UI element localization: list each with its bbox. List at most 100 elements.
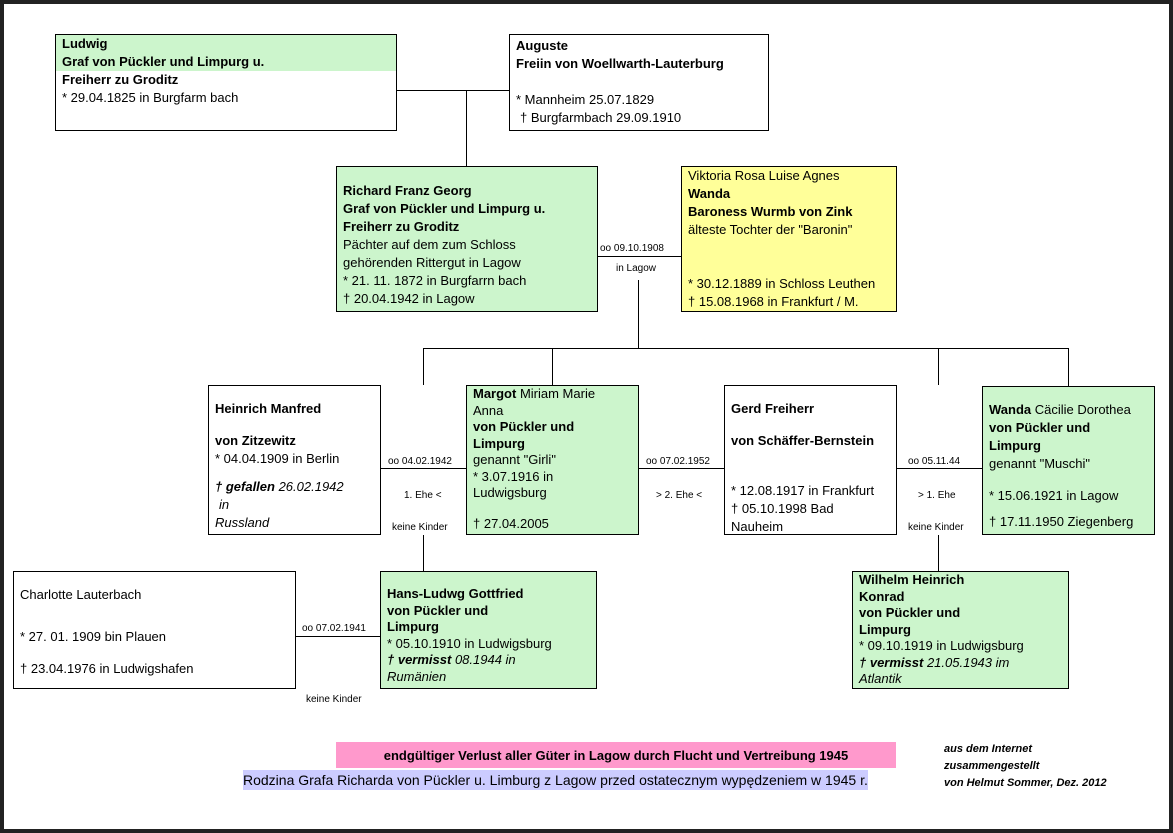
connector-line (423, 535, 424, 571)
person-name: Ludwig (62, 36, 108, 51)
person-name: Auguste (516, 38, 568, 53)
person-nickname: genannt "Girli" (473, 452, 556, 467)
death-place: Russland (215, 515, 270, 530)
birth-date: * 30.12.1889 in Schloss Leuthen (688, 276, 876, 291)
person-title: Graf von Pückler und Limpurg u. (62, 54, 265, 69)
connector-line (1068, 348, 1069, 386)
death-place: Rumänien (387, 668, 447, 684)
no-children-label: keine Kinder (908, 522, 964, 533)
person-note: gehörenden Rittergut in Lagow (343, 255, 521, 270)
connector-line (295, 636, 380, 637)
person-title: Freiin von Woellwarth-Lauterburg (516, 56, 724, 71)
death-date: † 23.04.1976 in Ludwigshafen (20, 661, 194, 676)
person-name: Wanda (989, 402, 1032, 417)
person-title: Freiherr zu Groditz (62, 72, 179, 87)
person-name: Heinrich Manfred (215, 401, 322, 416)
person-box-gerd: Gerd Freiherr von Schäffer-Bernstein * 1… (724, 385, 897, 535)
person-name: Miriam Marie (516, 386, 596, 401)
person-box-wilhelm: Wilhelm Heinrich Konrad von Pückler und … (852, 571, 1069, 689)
person-title: von Pückler und (859, 605, 961, 620)
person-name: Cäcilie Dorothea (1031, 402, 1131, 417)
marriage-order-label: > 1. Ehe (918, 490, 956, 501)
death-date: 21.05.1943 im (923, 654, 1010, 670)
marriage-place-label: in Lagow (616, 263, 657, 274)
person-box-viktoria: Viktoria Rosa Luise Agnes Wanda Baroness… (681, 166, 897, 312)
person-title: Graf von Pückler und Limpurg u. (343, 201, 546, 216)
no-children-label: keine Kinder (392, 522, 448, 533)
death-date: 08.1944 in (451, 652, 516, 667)
credit-block: aus dem Internet zusammengestellt von He… (944, 741, 1107, 792)
connector-line (938, 535, 939, 571)
person-box-heinrich: Heinrich Manfred von Zitzewitz * 04.04.1… (208, 385, 381, 535)
death-date: † 17.11.1950 Ziegenberg (989, 514, 1134, 529)
person-title: Limpurg (473, 435, 525, 451)
connector-line (638, 468, 724, 469)
connector-line (552, 348, 553, 385)
death-date: † 15.08.1968 in Frankfurt / M. (688, 294, 859, 309)
death-date: † 20.04.1942 in Lagow (343, 291, 475, 306)
person-title: Baroness Wurmb von Zink (688, 204, 853, 219)
connector-line (896, 468, 982, 469)
person-title: von Zitzewitz (215, 433, 296, 448)
marriage-date-label: oo 07.02.1952 (646, 456, 710, 467)
birth-date: * 3.07.1916 in (473, 468, 554, 484)
person-name: Viktoria Rosa Luise Agnes (688, 168, 840, 183)
person-title: von Pückler und (387, 602, 489, 618)
death-date: † 05.10.1998 Bad (731, 501, 834, 516)
birth-date: * 09.10.1919 in Ludwigsburg (859, 638, 1024, 653)
connector-line (396, 90, 510, 91)
person-name: Charlotte Lauterbach (20, 587, 142, 602)
birth-date: * 27. 01. 1909 bin Plauen (20, 629, 167, 644)
marriage-date-label: oo 05.11.44 (908, 456, 961, 467)
person-box-richard: Richard Franz Georg Graf von Pückler und… (336, 166, 598, 312)
connector-line (423, 348, 1069, 349)
birth-date: * 29.04.1825 in Burgfarm bach (62, 90, 239, 105)
marriage-order-label: 1. Ehe < (404, 490, 442, 501)
person-name: Wanda (688, 186, 731, 201)
death-date: † Burgfarmbach 29.09.1910 (520, 110, 682, 125)
person-name: Hans-Ludwg Gottfried (387, 586, 524, 601)
marriage-date-label: oo 09.10.1908 (600, 243, 664, 254)
birth-date: * 04.04.1909 in Berlin (215, 451, 340, 466)
person-name: Anna (473, 402, 504, 418)
person-name: Wilhelm Heinrich (859, 572, 965, 587)
connector-line (466, 90, 467, 166)
death-place: Nauheim (731, 519, 784, 534)
credit-line: von Helmut Sommer, Dez. 2012 (944, 777, 1107, 789)
birth-date: * 12.08.1917 in Frankfurt (731, 483, 875, 498)
marriage-date-label: oo 07.02.1941 (302, 623, 366, 634)
pink-highlight (336, 742, 896, 768)
death-note: † vermisst (387, 652, 452, 667)
person-title: Limpurg (859, 621, 911, 637)
person-nickname: genannt "Muschi" (989, 456, 1091, 471)
credit-line: zusammengestellt (944, 760, 1040, 772)
person-title: von Schäffer-Bernstein (731, 433, 875, 448)
person-title: von Pückler und (473, 419, 575, 434)
person-name: Margot (473, 386, 517, 401)
birth-date: * 05.10.1910 in Ludwigsburg (387, 635, 552, 651)
person-box-wanda: Wanda Cäcilie Dorothea von Pückler und L… (982, 386, 1155, 535)
birth-date: * 21. 11. 1872 in Burgfarrn bach (343, 273, 527, 288)
death-note: † gefallen (215, 479, 275, 494)
death-date: † 27.04.2005 (473, 515, 549, 531)
connector-line (597, 256, 681, 257)
polish-caption: Rodzina Grafa Richarda von Pückler u. Li… (243, 770, 868, 790)
death-date: 26.02.1942 (274, 479, 344, 494)
person-name: Gerd Freiherr (731, 401, 815, 416)
connector-line (380, 468, 466, 469)
connector-line (638, 280, 639, 348)
credit-line: aus dem Internet (944, 743, 1033, 755)
death-note: † vermisst (859, 654, 924, 670)
person-box-margot: Margot Miriam Marie Anna von Pückler und… (466, 385, 639, 535)
person-note: Pächter auf dem zum Schloss (343, 237, 516, 252)
death-place: in (219, 497, 230, 512)
person-title: Limpurg (387, 619, 439, 634)
no-children-label: keine Kinder (306, 694, 362, 705)
person-box-auguste: Auguste Freiin von Woellwarth-Lauterburg… (509, 34, 769, 131)
birth-date: * Mannheim 25.07.1829 (516, 92, 655, 107)
connector-line (423, 348, 424, 385)
person-name: Konrad (859, 588, 905, 604)
person-title: von Pückler und (989, 420, 1091, 435)
person-box-charlotte: Charlotte Lauterbach * 27. 01. 1909 bin … (13, 571, 296, 689)
